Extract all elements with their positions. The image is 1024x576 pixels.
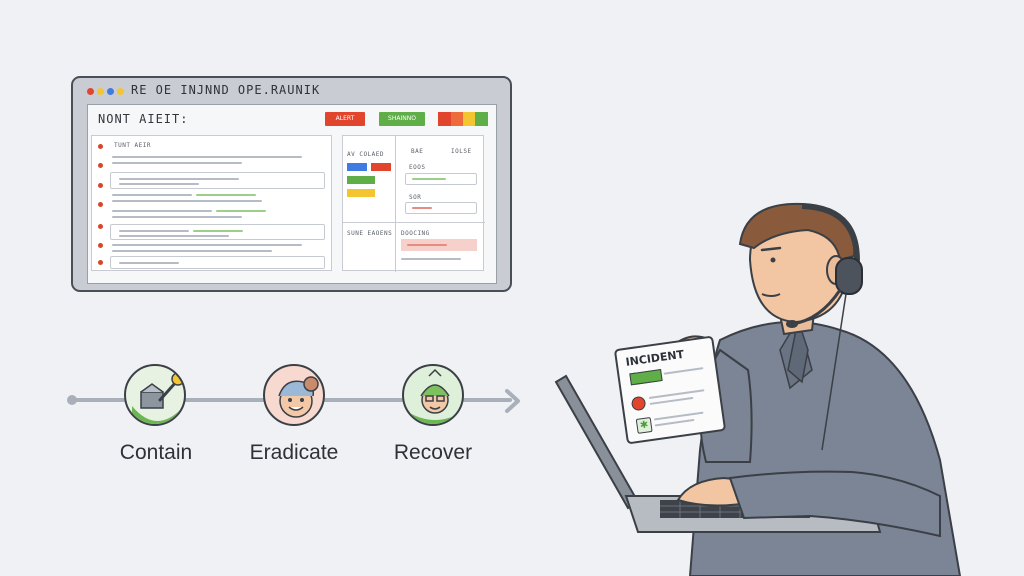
list-item[interactable]: [112, 194, 192, 196]
alert-button[interactable]: ALERT: [325, 112, 365, 126]
warning-icon: [630, 395, 647, 412]
check-badge-icon: ✱: [635, 416, 653, 434]
list-item[interactable]: [110, 224, 325, 240]
step-label-recover: Recover: [393, 441, 473, 464]
window-title: RE OE INJNND OPE.RAUNIK: [131, 83, 321, 97]
column-label: BAE: [411, 148, 424, 155]
highlight-row[interactable]: [401, 239, 477, 251]
tag-green[interactable]: [347, 176, 375, 184]
dashboard-window: RE OE INJNND OPE.RAUNIK NONT AIEIT: ALER…: [71, 76, 512, 292]
list-item[interactable]: [112, 156, 302, 158]
incident-card[interactable]: INCIDENT ✱: [613, 335, 727, 445]
step-recover-icon[interactable]: [402, 364, 464, 426]
incident-card-title: INCIDENT: [624, 347, 685, 369]
step-label-contain: Contain: [119, 441, 193, 464]
tag-blue[interactable]: [347, 163, 367, 171]
list-item[interactable]: [110, 172, 325, 189]
alert-dot-icon: [98, 183, 103, 188]
alert-dot-icon: [98, 163, 103, 168]
close-dot-icon[interactable]: [87, 88, 94, 95]
timeline-arrow-icon: [505, 389, 520, 413]
alert-dot-icon: [98, 224, 103, 229]
alert-dot-icon: [98, 202, 103, 207]
minimize-dot-icon[interactable]: [97, 88, 104, 95]
status-button-label: SHAINNO: [388, 115, 416, 122]
step-eradicate-icon[interactable]: [263, 364, 325, 426]
card-status-tag: [629, 369, 663, 386]
maximize-dot-icon[interactable]: [107, 88, 114, 95]
alert-dot-icon: [98, 144, 103, 149]
step-contain-icon[interactable]: [124, 364, 186, 426]
alert-list-label: TUNT AEIR: [114, 142, 152, 149]
row-label: EOOS: [409, 164, 426, 171]
page-title: NONT AIEIT:: [98, 112, 189, 126]
alert-button-label: ALERT: [335, 115, 355, 122]
status-panel: AV COLAED SUNE EAOENS BAE IOLSE EOOS SOR…: [342, 135, 485, 272]
column-label: IOLSE: [451, 148, 472, 155]
alert-dot-icon: [98, 260, 103, 265]
list-item[interactable]: [112, 210, 212, 212]
status-panel-label: AV COLAED: [347, 151, 385, 158]
support-agent-illustration: [554, 202, 962, 576]
list-item[interactable]: [112, 244, 302, 246]
window-titlebar: RE OE INJNND OPE.RAUNIK: [73, 78, 510, 104]
metric-field[interactable]: [405, 202, 477, 214]
severity-bar: [438, 112, 488, 126]
row-label: SOR: [409, 194, 422, 201]
tag-red[interactable]: [371, 163, 391, 171]
metric-field[interactable]: [405, 173, 477, 185]
summary-label: SUNE EAOENS: [347, 230, 393, 237]
tag-yellow[interactable]: [347, 189, 375, 197]
dashboard-content: NONT AIEIT: ALERT SHAINNO TUNT AEIR: [87, 104, 497, 284]
status-button[interactable]: SHAINNO: [379, 112, 425, 126]
step-label-eradicate: Eradicate: [249, 441, 339, 464]
extra-dot-icon: [117, 88, 124, 95]
alert-list-panel: TUNT AEIR: [91, 135, 332, 271]
alert-dot-icon: [98, 243, 103, 248]
detail-label: DOOCING: [401, 230, 430, 237]
list-item[interactable]: [110, 256, 325, 269]
